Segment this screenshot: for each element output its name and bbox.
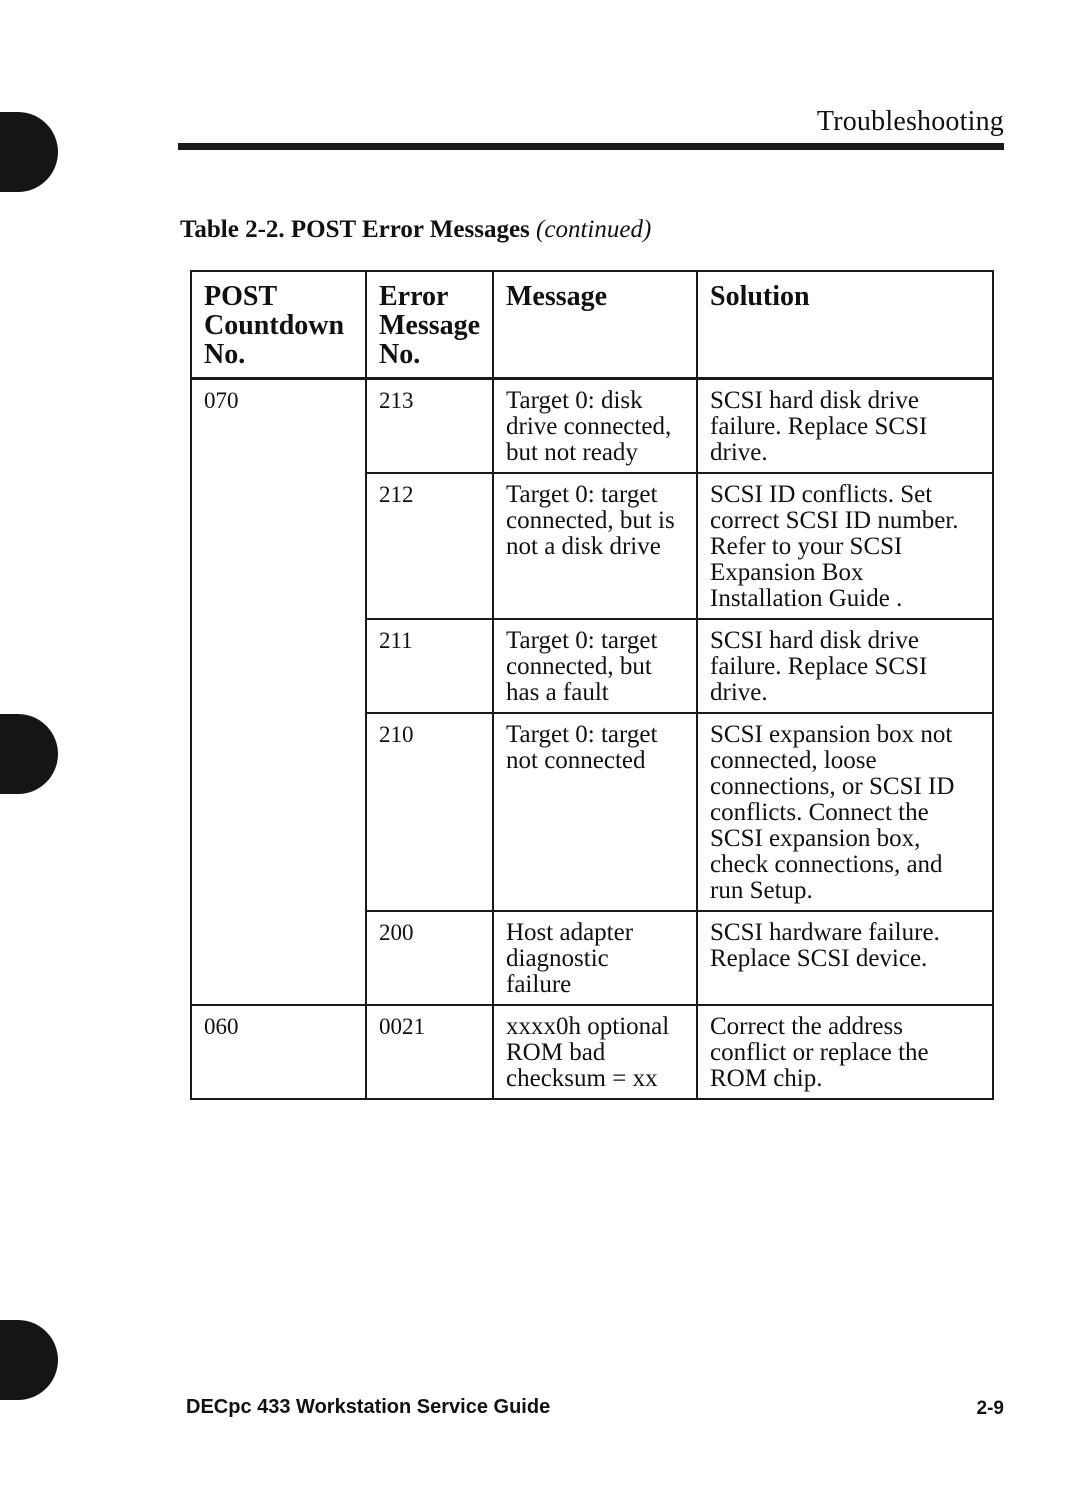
column-header-message: Message — [492, 270, 698, 380]
table-row: 210 Target 0: target not connected SCSI … — [191, 712, 994, 912]
message-cell: Host adapter diagnostic failure — [492, 910, 698, 1006]
message-cell: Target 0: target connected, but is not a… — [492, 472, 698, 620]
error-number-cell: 213 — [365, 377, 494, 474]
table-row: 060 0021 xxxx0h optional ROM bad checksu… — [190, 1004, 994, 1100]
solution-cell: SCSI hardware failure. Replace SCSI devi… — [696, 910, 994, 1006]
solution-cell: SCSI hard disk drive failure. Replace SC… — [696, 618, 994, 714]
countdown-cell: 060 — [190, 1004, 367, 1100]
table-row: 200 Host adapter diagnostic failure SCSI… — [191, 910, 994, 1006]
solution-cell: SCSI ID conflicts. Set correct SCSI ID n… — [696, 472, 994, 620]
error-number-cell: 212 — [365, 472, 494, 620]
table-row: 070 213 Target 0: disk drive connected, … — [190, 377, 994, 1006]
error-number-cell: 211 — [365, 618, 494, 714]
footer-title: DECpc 433 Workstation Service Guide — [186, 1396, 551, 1418]
table-row: 211 Target 0: target connected, but has … — [191, 618, 994, 714]
header-rule — [178, 143, 1004, 150]
message-cell: xxxx0h optional ROM bad checksum = xx — [492, 1004, 698, 1100]
column-header-solution: Solution — [696, 270, 994, 380]
error-number-cell: 210 — [365, 712, 494, 912]
table-caption-note: (continued) — [529, 216, 652, 243]
solution-cell: SCSI expansion box not connected, loose … — [696, 712, 994, 912]
solution-cell: Correct the address conflict or replace … — [696, 1004, 994, 1100]
post-error-table: POST Countdown No. Error Message No. Mes… — [190, 270, 994, 1100]
table-caption: Table 2-2. POST Error Messages (continue… — [180, 216, 651, 244]
solution-cell: SCSI hard disk drive failure. Replace SC… — [696, 377, 994, 474]
column-header-countdown: POST Countdown No. — [190, 270, 367, 380]
table-caption-label: Table 2-2. POST Error Messages — [180, 216, 530, 243]
binder-hole-middle — [0, 714, 58, 794]
table-header-row: POST Countdown No. Error Message No. Mes… — [190, 270, 994, 380]
message-cell: Target 0: target not connected — [492, 712, 698, 912]
error-number-cell: 200 — [365, 910, 494, 1006]
running-header: Troubleshooting — [816, 106, 1004, 137]
countdown-cell: 070 — [190, 377, 367, 1006]
page-number: 2-9 — [976, 1398, 1004, 1419]
binder-hole-top — [0, 112, 58, 192]
binder-hole-bottom — [0, 1320, 58, 1400]
error-number-cell: 0021 — [365, 1004, 494, 1100]
table-row: 212 Target 0: target connected, but is n… — [191, 472, 994, 620]
message-cell: Target 0: target connected, but has a fa… — [492, 618, 698, 714]
column-header-error-number: Error Message No. — [365, 270, 494, 380]
message-cell: Target 0: disk drive connected, but not … — [492, 377, 698, 474]
